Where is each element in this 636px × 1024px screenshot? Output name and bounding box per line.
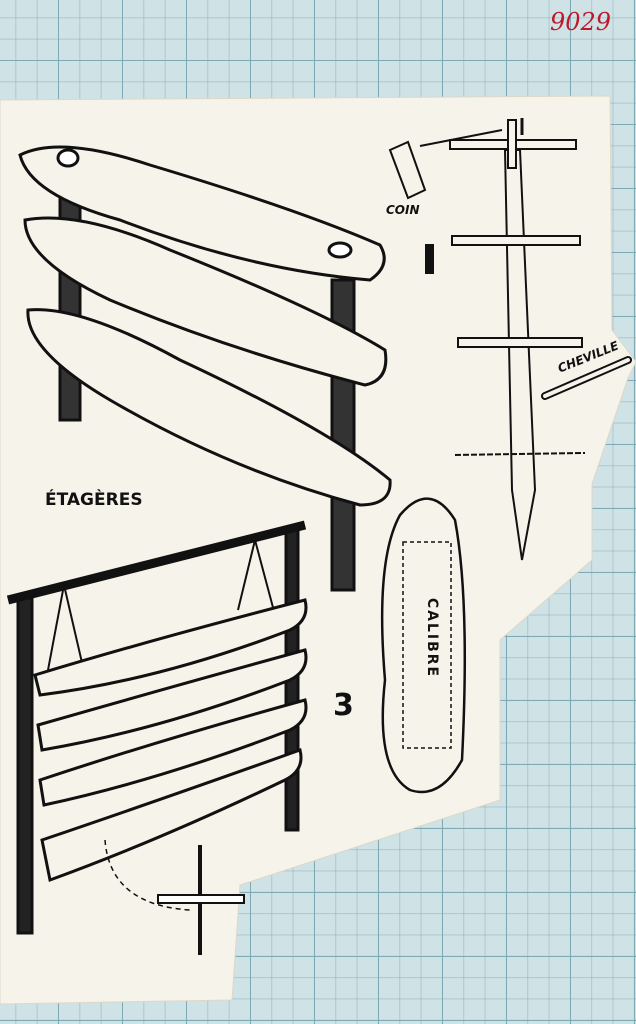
peg-diagram <box>388 118 632 561</box>
calibre-label: CALIBRE <box>424 597 441 679</box>
hanging-shelves-drawing <box>6 520 308 955</box>
calibre-template <box>380 497 467 794</box>
figure-3-label: 3 <box>333 688 354 723</box>
shelves-drawing <box>18 145 392 592</box>
paper-clipping <box>0 95 636 1005</box>
title-label: ÉTAGÈRES <box>45 490 143 510</box>
archive-number: 9029 <box>550 8 612 36</box>
coin-label: COIN <box>386 203 420 217</box>
